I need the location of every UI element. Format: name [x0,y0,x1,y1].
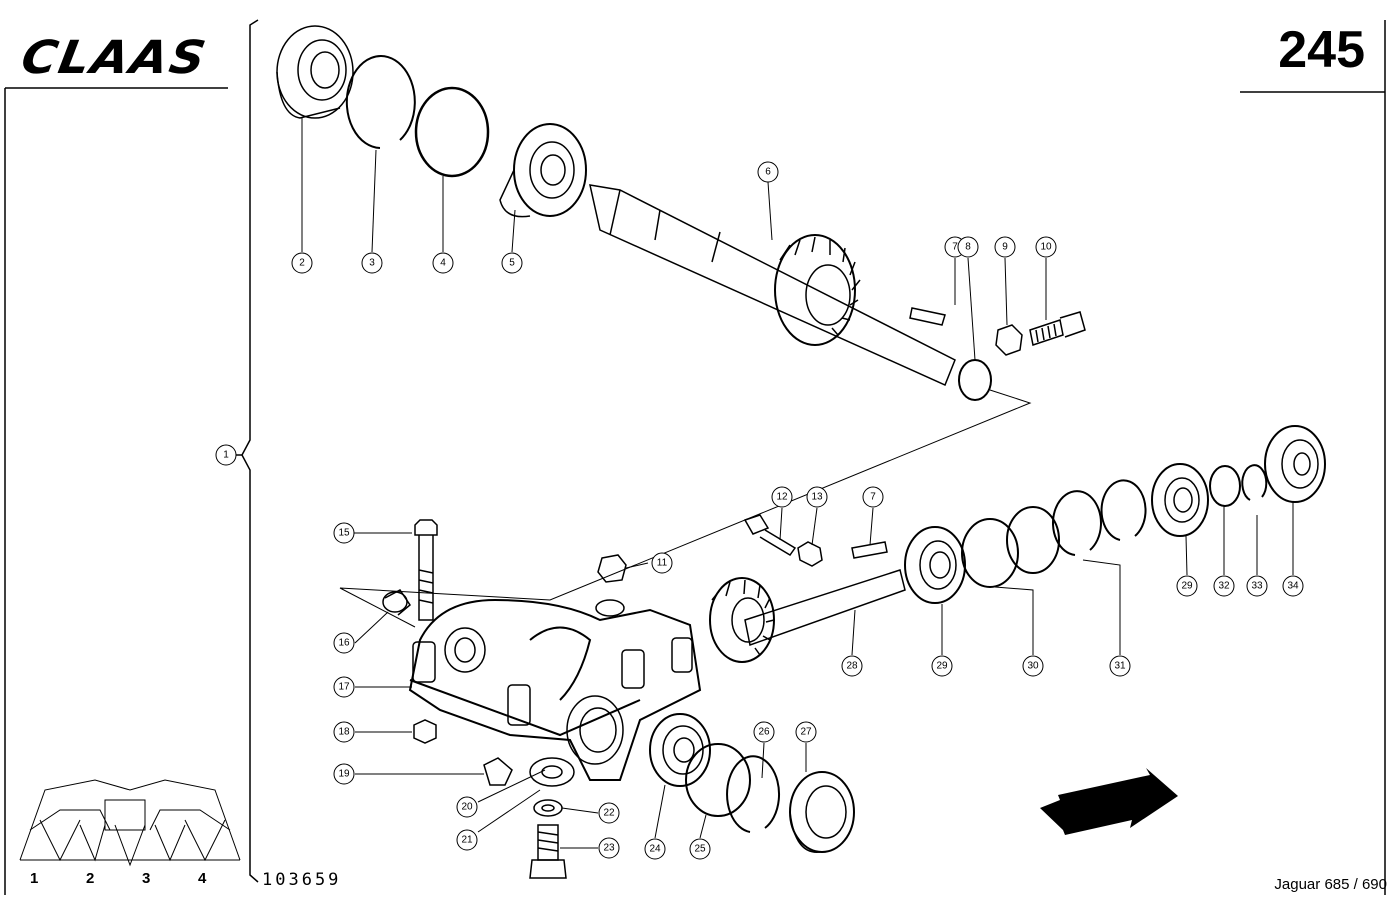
gearbox-housing [408,598,702,781]
thumbnail-label-3: 3 [142,870,151,887]
callout-16: 16 [338,638,350,649]
callout-32: 32 [1218,581,1230,592]
thumbnail-label-4: 4 [198,870,207,887]
callout-21: 21 [461,835,473,846]
callout-11: 11 [657,558,668,569]
claas-logo: CLAAS [10,18,235,84]
callout-13: 13 [811,492,823,503]
callout-31: 31 [1114,661,1126,672]
frame-lines [4,19,1386,895]
callout-10: 10 [1040,242,1052,253]
lower-parts [382,425,1326,879]
callout-27: 27 [800,727,812,738]
direction-arrow-icon [1040,768,1178,835]
callout-8: 8 [965,242,971,253]
callout-29-right: 29 [1181,581,1193,592]
callout-22: 22 [603,808,615,819]
callout-9: 9 [1002,242,1008,253]
callout-4: 4 [440,258,446,269]
callout-15: 15 [338,528,350,539]
page-number: 245 [1278,21,1365,79]
callout-7-upper: 7 [952,242,958,253]
callout-23: 23 [603,843,615,854]
callout-7-lower: 7 [870,492,876,503]
callout-19: 19 [338,769,350,780]
callout-17: 17 [338,682,350,693]
callout-5: 5 [509,258,515,269]
callout-30: 30 [1027,661,1039,672]
callout-12: 12 [776,492,788,503]
callout-28: 28 [846,661,858,672]
callout-18: 18 [338,727,350,738]
callout-24: 24 [649,844,661,855]
callout-circles [215,161,1304,860]
callout-34: 34 [1287,581,1299,592]
callout-33: 33 [1251,581,1263,592]
callout-labels: 1 2 3 4 5 6 7 8 9 10 11 12 13 7 15 16 17… [223,167,1299,855]
callout-25: 25 [694,844,706,855]
thumbnail-label-2: 2 [86,870,95,887]
callout-6: 6 [765,167,771,178]
callout-29-left: 29 [936,661,948,672]
machine-thumbnail [19,779,241,867]
drawing-number: 103659 [262,870,342,890]
thumbnail-label-1: 1 [30,870,39,887]
leader-lines [301,118,1294,849]
callout-3: 3 [369,258,375,269]
callout-20: 20 [461,802,473,813]
callout-26: 26 [758,727,770,738]
brand-name: CLAAS [17,31,212,85]
callout-1: 1 [223,450,229,461]
model-designation: Jaguar 685 / 690 [1274,876,1387,893]
callout-2: 2 [299,258,305,269]
upper-shaft-assembly [276,25,1086,628]
